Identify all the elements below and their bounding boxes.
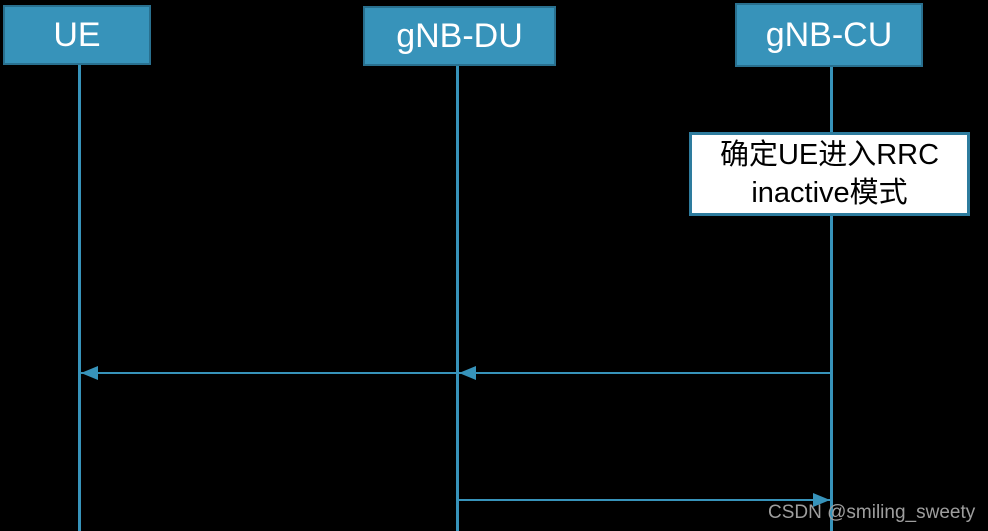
lifeline-gnb-du [456, 64, 459, 531]
lifeline-gnb-cu [830, 65, 833, 531]
note-line-2: inactive模式 [751, 177, 908, 209]
note-line-1: 确定UE进入RRC [719, 139, 940, 171]
participant-label-gnb-du: gNB-DU [396, 16, 523, 55]
participant-box-gnb-cu: gNB-CU [735, 3, 923, 67]
message-line-du-to-cu [458, 499, 831, 501]
participant-box-ue: UE [3, 5, 151, 65]
arrowhead-right-at-gnb-cu-icon [813, 493, 830, 507]
arrowhead-left-at-gnb-du-icon [459, 366, 476, 380]
note-rrc-inactive: 确定UE进入RRC inactive模式 [689, 132, 970, 216]
arrowhead-left-at-ue-icon [81, 366, 98, 380]
participant-box-gnb-du: gNB-DU [363, 6, 556, 66]
message-line-cu-to-ue [80, 372, 831, 374]
participant-label-gnb-cu: gNB-CU [765, 15, 893, 54]
lifeline-ue [78, 63, 81, 531]
participant-label-ue: UE [53, 15, 101, 54]
watermark: CSDN @smiling_sweety [768, 502, 976, 523]
